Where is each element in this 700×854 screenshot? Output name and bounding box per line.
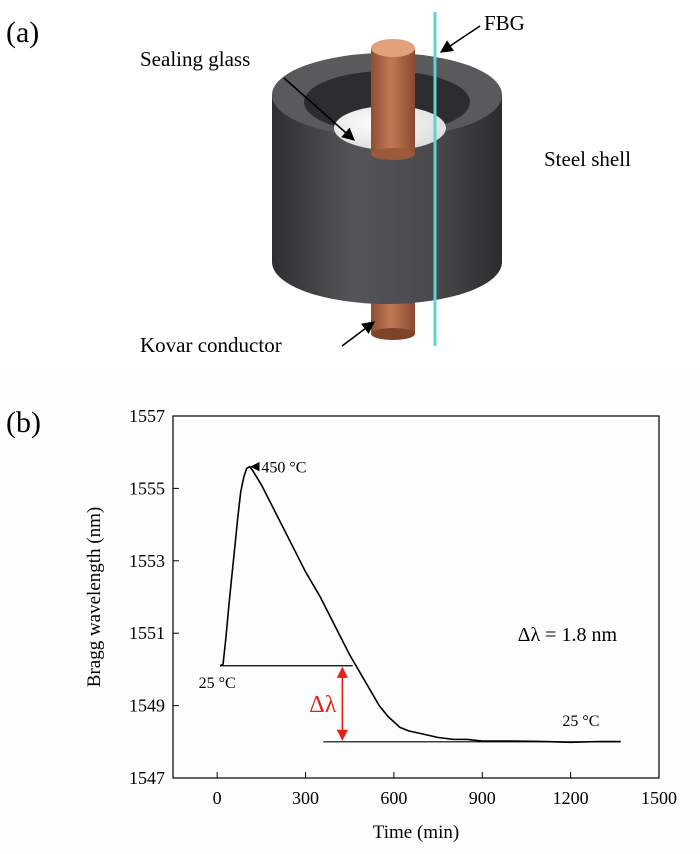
steel-shell-label: Steel shell bbox=[544, 147, 631, 171]
x-tick-label: 300 bbox=[292, 788, 319, 808]
end-annotation: 25 °C bbox=[562, 713, 599, 730]
arrow-icon bbox=[283, 77, 355, 141]
y-tick-label: 1553 bbox=[129, 551, 165, 571]
y-tick-label: 1549 bbox=[129, 696, 165, 716]
start-annotation: 25 °C bbox=[199, 675, 236, 692]
plot-frame bbox=[172, 415, 660, 779]
panel-a-label: (a) bbox=[6, 16, 39, 49]
x-tick-label: 900 bbox=[469, 788, 496, 808]
y-axis: 1547 1549 1551 1553 1555 1557 bbox=[129, 406, 179, 788]
panel-a: (a) Sealing glass FBG Steel shell Kovar … bbox=[6, 11, 631, 357]
x-tick-label: 1500 bbox=[641, 788, 677, 808]
reference-lines bbox=[220, 665, 621, 743]
steel-shell-body bbox=[272, 95, 502, 304]
panel-b-label: (b) bbox=[6, 406, 41, 439]
kovar-conductor-top bbox=[371, 48, 415, 154]
y-axis-label: Bragg wavelength (nm) bbox=[84, 507, 105, 687]
fbg-label: FBG bbox=[484, 11, 525, 35]
x-tick-label: 0 bbox=[213, 788, 222, 808]
x-tick-label: 600 bbox=[380, 788, 407, 808]
arrow-icon bbox=[341, 321, 376, 347]
x-axis-label: Time (min) bbox=[373, 822, 459, 843]
shift-annotation: Δλ = 1.8 nm bbox=[518, 624, 618, 646]
x-axis: 0 300 600 900 1200 1500 bbox=[213, 772, 677, 808]
sealing-glass-label: Sealing glass bbox=[140, 47, 250, 71]
series-line bbox=[219, 465, 621, 744]
panel-b-background bbox=[0, 368, 700, 854]
y-tick-label: 1555 bbox=[129, 478, 165, 498]
y-tick-label: 1547 bbox=[129, 768, 165, 788]
kovar-conductor-base bbox=[371, 148, 415, 160]
y-tick-label: 1557 bbox=[129, 406, 165, 426]
peak-annotation: 450 °C bbox=[261, 460, 306, 477]
kovar-conductor-bottom-end bbox=[371, 328, 415, 340]
kovar-conductor-label: Kovar conductor bbox=[140, 333, 282, 357]
x-tick-label: 1200 bbox=[553, 788, 589, 808]
y-tick-label: 1551 bbox=[129, 623, 165, 643]
kovar-conductor-cap bbox=[371, 39, 415, 57]
delta-symbol: Δλ bbox=[309, 692, 336, 718]
arrow-icon bbox=[439, 25, 481, 53]
